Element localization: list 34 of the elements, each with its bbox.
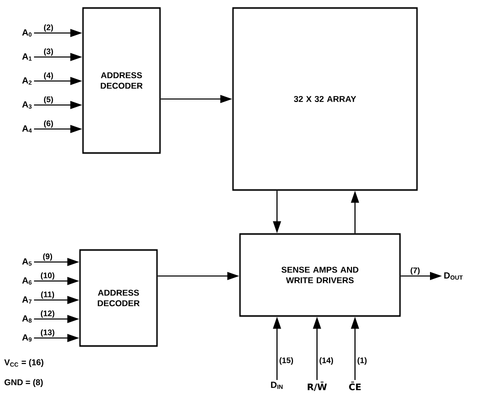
pin-number: (2) (44, 24, 53, 32)
pin-label: R/W̄ (308, 382, 327, 391)
decoder-box: ADDRESS DECODER (79, 249, 158, 347)
memory-array-box: 32 X 32 ARRAY (232, 7, 418, 191)
pin-number: (1) (358, 357, 367, 365)
pin-number: (9) (43, 253, 52, 261)
sense-amp-box: SENSE AMPS AND WRITE DRIVERS (239, 233, 401, 317)
pin-label: A$_{4}$ (22, 125, 32, 133)
pin-number: (3) (44, 48, 53, 56)
pin-number: (7) (410, 267, 420, 275)
pin-number: (12) (40, 310, 54, 318)
pin-label: A$_{5}$ (22, 258, 32, 266)
pin-number: (5) (44, 96, 53, 104)
pin-label: A$_{6}$ (22, 277, 32, 285)
pin-label: A$_{9}$ (22, 334, 32, 342)
pin-number: (14) (320, 357, 334, 365)
pin-label: D$_{OUT}$ (444, 272, 463, 280)
pin-number: (13) (40, 329, 54, 337)
pin-label: A$_{2}$ (22, 77, 32, 85)
supply-note: V$_{CC}$ = (16) (4, 359, 44, 367)
pin-number: (10) (40, 272, 54, 280)
pin-label: A$_{0}$ (22, 29, 32, 37)
supply-note: GND = (8) (4, 379, 43, 387)
pin-number: (11) (41, 291, 54, 299)
pin-label: A$_{8}$ (22, 315, 32, 323)
pin-label: A$_{1}$ (22, 53, 32, 61)
pin-label: A$_{7}$ (22, 296, 32, 304)
pin-number: (15) (280, 357, 294, 365)
decoder-box: ADDRESS DECODER (82, 7, 161, 154)
pin-label: A$_{3}$ (22, 101, 32, 109)
pin-number: (6) (44, 120, 53, 128)
pin-label: C̄E (349, 382, 361, 390)
pin-number: (4) (44, 72, 53, 80)
pin-label: D$_{IN}$ (271, 382, 283, 389)
